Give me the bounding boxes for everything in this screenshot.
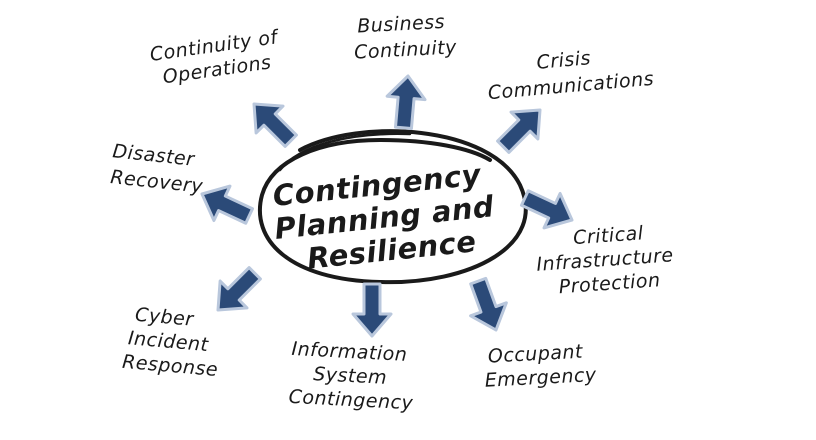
- node-label-line: Information: [291, 338, 408, 366]
- node-label-line: Business: [357, 11, 446, 38]
- node-information-system-contingency: Information System Contingency: [288, 338, 414, 415]
- node-label-line: System: [313, 363, 388, 389]
- center-title: Contingency Planning and Resilience: [271, 157, 496, 275]
- node-crisis-communications: Crisis Communications: [487, 47, 655, 104]
- arrow-occupant-emergency: [458, 273, 516, 338]
- node-occupant-emergency: Occupant Emergency: [484, 341, 597, 392]
- node-label-line: Recovery: [109, 166, 204, 198]
- node-label-line: Crisis: [536, 47, 592, 74]
- node-label-line: Occupant: [487, 341, 584, 368]
- node-label-line: Communications: [487, 68, 655, 104]
- node-label-line: Protection: [558, 269, 661, 298]
- arrow-continuity-of-operations: [239, 89, 306, 156]
- node-business-continuity: Business Continuity: [354, 11, 458, 64]
- arrow-cyber-incident-response: [203, 258, 270, 325]
- arrow-critical-infrastructure-protection: [515, 179, 582, 239]
- node-disaster-recovery: Disaster Recovery: [109, 140, 204, 198]
- center-ring: [258, 129, 528, 285]
- arrow-business-continuity: [383, 72, 429, 131]
- node-critical-infrastructure-protection: Critical Infrastructure Protection: [536, 222, 675, 298]
- node-cyber-incident-response: Cyber Incident Response: [121, 304, 219, 381]
- node-label-line: Cyber: [134, 304, 195, 331]
- node-label-line: Contingency: [288, 386, 414, 415]
- arrow-disaster-recovery: [192, 175, 259, 235]
- arrow-crisis-communications: [488, 95, 555, 162]
- node-label-line: Critical: [572, 222, 644, 249]
- node-label-line: Disaster: [111, 140, 196, 171]
- node-continuity-of-operations: Continuity of Operations: [149, 26, 282, 89]
- node-label-line: Continuity: [354, 36, 458, 63]
- node-label-line: Emergency: [484, 364, 597, 392]
- arrow-information-system-contingency: [351, 282, 393, 338]
